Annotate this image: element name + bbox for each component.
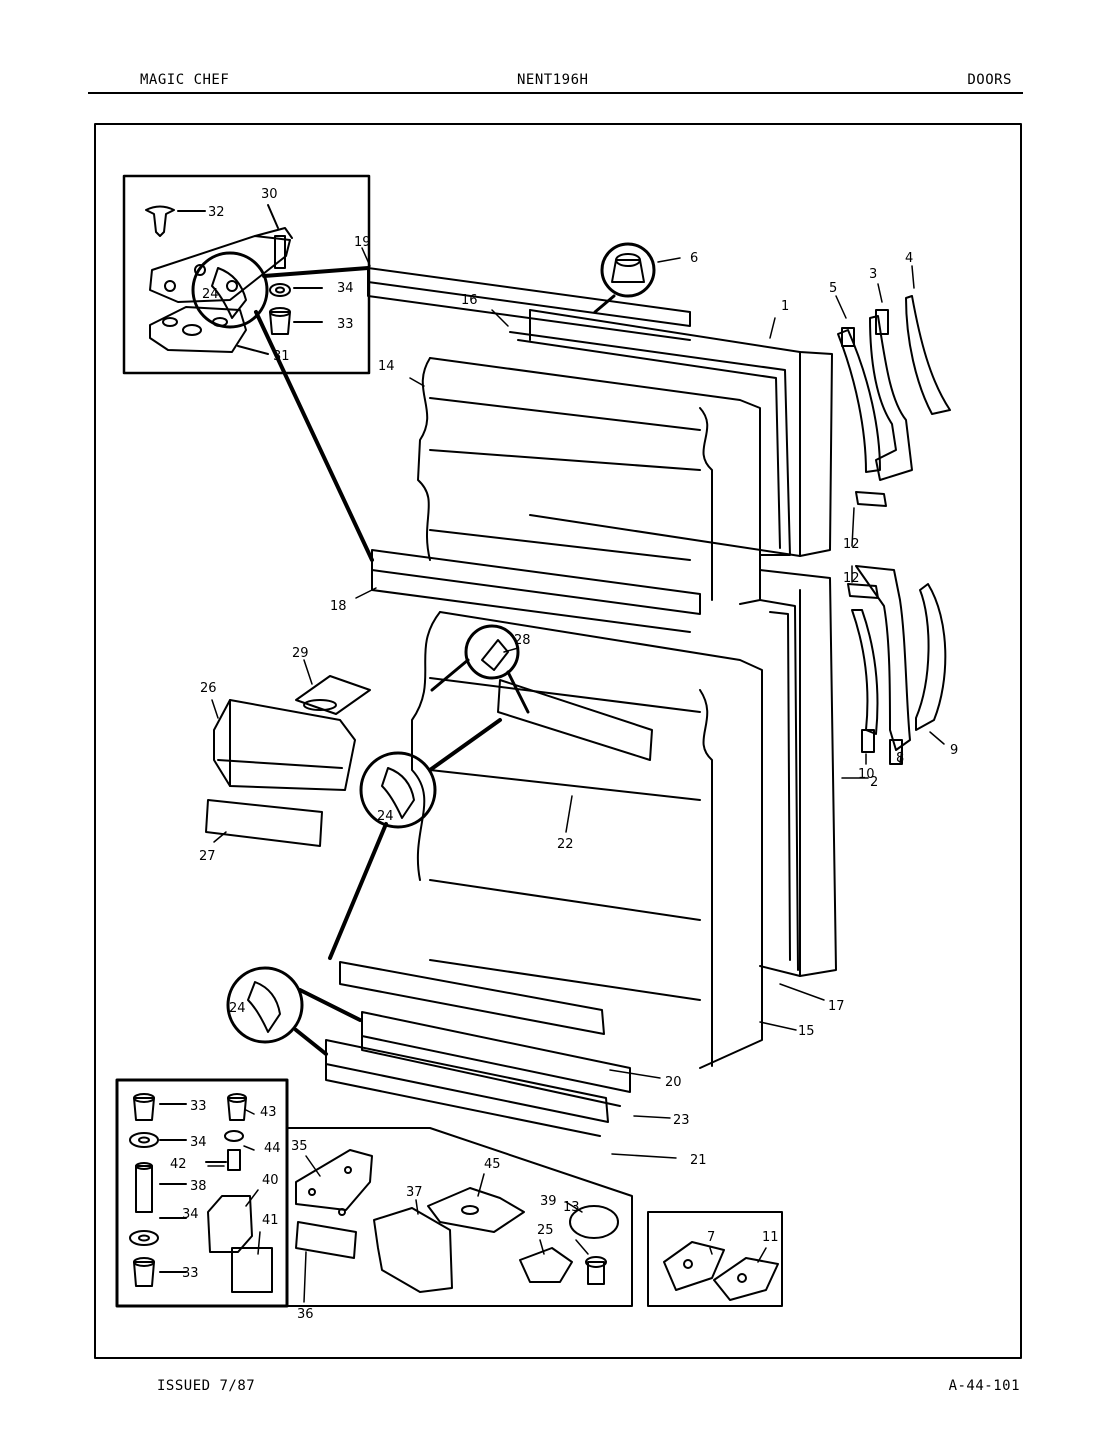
bottom-parts-panel	[286, 1127, 633, 1307]
leader-lines	[207, 247, 945, 1303]
callout-10: 10	[858, 767, 875, 782]
callout-12a: 12	[843, 537, 860, 552]
callout-26: 26	[200, 681, 217, 696]
butter-compartment	[205, 675, 371, 847]
fresh-food-door	[325, 569, 837, 1137]
callout-34-inset-bottom: 34	[182, 1207, 199, 1222]
callout-42: 42	[170, 1157, 187, 1172]
callout-22: 22	[557, 837, 574, 852]
callout-27: 27	[199, 849, 216, 864]
callout-12b: 12	[843, 571, 860, 586]
header-rule	[88, 92, 1023, 94]
callout-30: 30	[261, 187, 278, 202]
callout-6: 6	[690, 251, 698, 266]
callout-2: 2	[870, 775, 878, 790]
callout-24-bottom: 24	[229, 1001, 246, 1016]
callout-16: 16	[461, 293, 478, 308]
callout-33-inset-top: 33	[190, 1099, 207, 1114]
callout-45: 45	[484, 1157, 501, 1172]
footer-issued: ISSUED 7/87	[157, 1378, 256, 1394]
callout-39: 39	[540, 1194, 557, 1209]
callout-33-inset-bottom: 33	[182, 1266, 199, 1281]
callout-25: 25	[537, 1223, 554, 1238]
callout-18: 18	[330, 599, 347, 614]
callout-9: 9	[950, 743, 958, 758]
callout-32: 32	[208, 205, 225, 220]
footer-code: A-44-101	[948, 1378, 1020, 1394]
plug-detail	[593, 242, 656, 314]
callout-4: 4	[905, 251, 913, 266]
handle-parts	[837, 295, 951, 765]
callout-37: 37	[406, 1185, 423, 1200]
callout-5: 5	[829, 281, 837, 296]
callout-36: 36	[297, 1307, 314, 1322]
bottom-hinge-inset	[115, 1078, 289, 1308]
clip-detail-bottom	[226, 966, 362, 1056]
callout-20: 20	[665, 1075, 682, 1090]
callout-labels: 1 2 3 4 5 6 7 8 9 10 11 12 12 13 14 15 1…	[170, 187, 958, 1322]
cam-inset	[647, 1211, 783, 1307]
callout-43: 43	[260, 1105, 277, 1120]
callout-19: 19	[354, 235, 371, 250]
callout-44: 44	[264, 1141, 281, 1156]
freezer-door	[367, 267, 833, 633]
callout-34-inset-top: 34	[190, 1135, 207, 1150]
callout-24-middle: 24	[377, 809, 394, 824]
clip-detail-middle	[328, 718, 502, 960]
callout-24-top: 24	[202, 287, 219, 302]
header-model: NENT196H	[517, 72, 589, 88]
callout-28: 28	[514, 633, 531, 648]
callout-29: 29	[292, 646, 309, 661]
callout-14: 14	[378, 359, 395, 374]
callout-17: 17	[828, 999, 845, 1014]
diagram-frame	[94, 123, 1022, 1359]
callout-41: 41	[262, 1213, 279, 1228]
top-hinge-inset	[122, 174, 371, 375]
callout-7: 7	[707, 1230, 715, 1245]
clip-detail-top	[191, 251, 374, 562]
callout-38: 38	[190, 1179, 207, 1194]
callout-21: 21	[690, 1153, 707, 1168]
header-brand: MAGIC CHEF	[140, 72, 230, 88]
callout-13: 13	[563, 1200, 580, 1215]
callout-33-top: 33	[337, 317, 354, 332]
callout-23: 23	[673, 1113, 690, 1128]
callout-15: 15	[798, 1024, 815, 1039]
cam-detail	[430, 624, 530, 714]
callout-34-top: 34	[337, 281, 354, 296]
callout-35: 35	[291, 1139, 308, 1154]
callout-3: 3	[869, 267, 877, 282]
callout-11: 11	[762, 1230, 779, 1245]
callout-31: 31	[273, 349, 290, 364]
header-section: DOORS	[967, 72, 1012, 88]
callout-1: 1	[781, 299, 789, 314]
callout-8: 8	[896, 751, 904, 766]
callout-40: 40	[262, 1173, 279, 1188]
